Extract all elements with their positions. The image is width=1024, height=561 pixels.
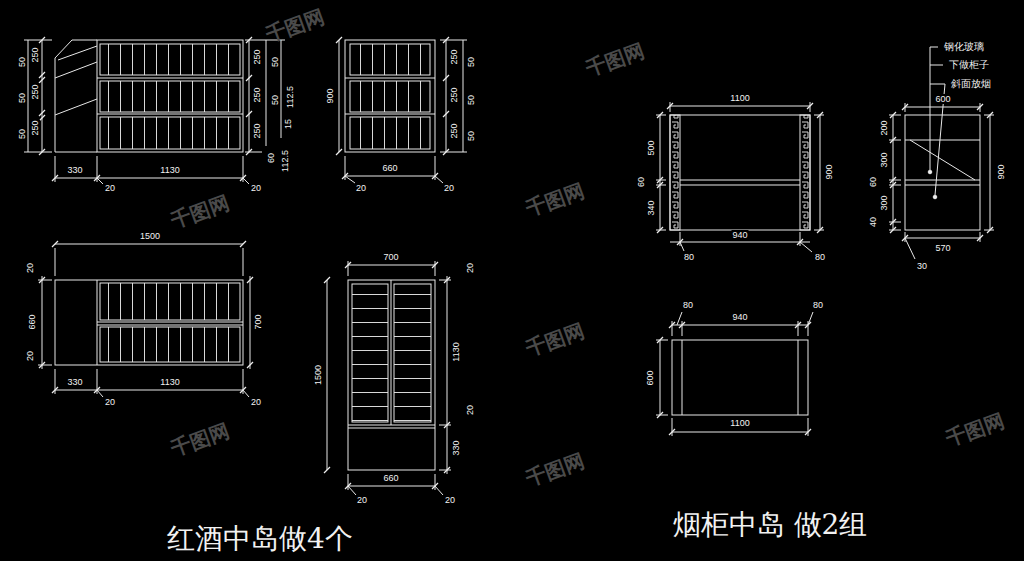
dimension-value: 250 <box>449 48 459 65</box>
dimension-value: 250 <box>252 122 262 139</box>
watermark: 千图网 <box>581 37 648 84</box>
dimension-value: 40 <box>868 216 878 228</box>
callout-note: 下做柜子 <box>948 58 990 72</box>
watermark: 千图网 <box>521 177 588 224</box>
dimension-value: 50 <box>466 130 476 142</box>
dimension-value: 60 <box>266 152 276 164</box>
dimension-value: 1500 <box>313 364 323 386</box>
dimension-value: 250 <box>252 48 262 65</box>
dimension-value: 1130 <box>451 341 461 362</box>
dimension-value: 330 <box>66 165 83 175</box>
dimension-value: 250 <box>252 86 262 103</box>
dimension-value: 20 <box>444 495 456 505</box>
dimension-value: 112.5 <box>280 149 290 173</box>
dimension-value: 700 <box>253 313 263 330</box>
dimension-value: 80 <box>812 300 824 310</box>
dimension-value: 20 <box>250 397 262 407</box>
watermark: 千图网 <box>941 407 1008 454</box>
dimension-value: 1130 <box>159 165 180 175</box>
dimension-value: 900 <box>824 163 834 180</box>
dimension-value: 60 <box>868 176 878 188</box>
watermark: 千图网 <box>166 189 233 236</box>
dimension-value: 1100 <box>729 418 750 428</box>
dimension-value: 50 <box>17 128 27 140</box>
dimension-value: 80 <box>682 300 694 310</box>
dimension-value: 300 <box>879 151 889 168</box>
dimension-value: 600 <box>645 369 655 386</box>
dimension-value: 500 <box>646 139 656 156</box>
dimension-value: 250 <box>449 122 459 139</box>
dimension-value: 330 <box>66 377 83 387</box>
dimension-value: 250 <box>30 119 40 136</box>
dimension-value: 330 <box>451 439 461 456</box>
dimension-value: 80 <box>683 252 695 262</box>
dimension-value: 20 <box>104 183 116 193</box>
dimension-value: 60 <box>636 176 646 188</box>
dimension-value: 112.5 <box>285 85 295 109</box>
dimension-value: 200 <box>879 119 889 136</box>
dimension-value: 340 <box>646 199 656 216</box>
dimension-value: 700 <box>382 252 399 262</box>
dimension-value: 660 <box>382 473 399 483</box>
dimension-value: 250 <box>30 46 40 63</box>
dimension-value: 20 <box>355 183 367 193</box>
dimension-value: 1500 <box>139 231 161 241</box>
dimension-value: 20 <box>465 404 475 416</box>
dimension-value: 570 <box>934 243 951 253</box>
dimension-value: 940 <box>731 230 748 240</box>
dimension-value: 50 <box>466 94 476 106</box>
dimension-value: 660 <box>381 163 398 173</box>
dimension-value: 50 <box>270 94 280 106</box>
dimension-value: 940 <box>731 312 748 322</box>
callout-note: 钢化玻璃 <box>943 40 985 54</box>
dimension-value: 1100 <box>729 93 750 103</box>
dimension-value: 20 <box>250 183 262 193</box>
watermark: 千图网 <box>261 3 328 50</box>
dimension-value: 660 <box>27 313 37 330</box>
callout-note: 斜面放烟 <box>950 77 992 91</box>
dimension-value: 300 <box>879 194 889 211</box>
caption-text: 红酒中岛做4个 <box>166 520 354 558</box>
dimension-value: 250 <box>449 86 459 103</box>
dimension-value: 900 <box>996 163 1006 180</box>
dimension-value: 50 <box>270 56 280 68</box>
dimension-value: 20 <box>25 262 35 274</box>
dimension-value: 250 <box>30 83 40 100</box>
dimension-value: 1130 <box>159 377 180 387</box>
dimension-value: 20 <box>465 262 475 274</box>
dimension-value: 20 <box>25 350 35 362</box>
dimension-value: 50 <box>17 92 27 104</box>
dimension-value: 30 <box>916 261 928 271</box>
dimension-value: 20 <box>104 397 116 407</box>
dimension-value: 20 <box>356 495 368 505</box>
watermark: 千图网 <box>521 447 588 494</box>
dimension-value: 20 <box>443 183 455 193</box>
watermark: 千图网 <box>166 417 233 464</box>
caption-text: 烟柜中岛 做2组 <box>672 506 869 544</box>
dimension-value: 600 <box>934 94 951 104</box>
dimension-value: 50 <box>17 56 27 68</box>
dimension-value: 900 <box>325 87 335 104</box>
watermark: 千图网 <box>521 317 588 364</box>
dimension-value: 50 <box>466 56 476 68</box>
dimension-value: 80 <box>814 252 826 262</box>
dimension-value: 15 <box>283 118 293 130</box>
